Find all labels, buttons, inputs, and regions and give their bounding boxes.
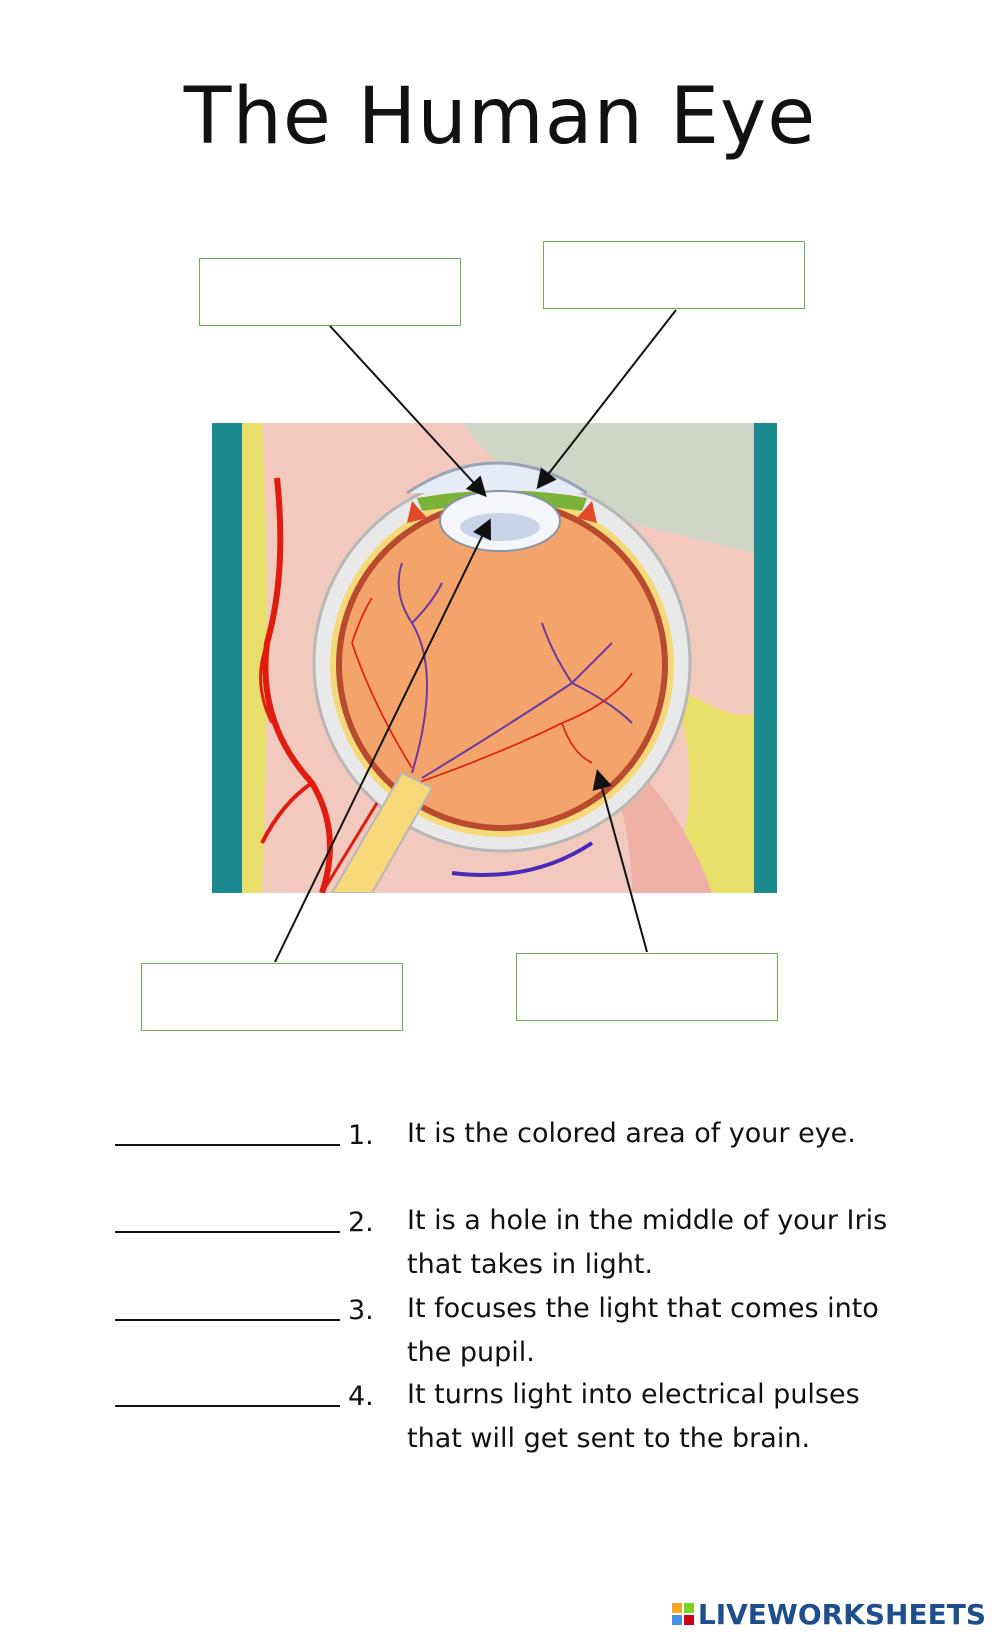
logo-mark-icon xyxy=(671,1603,694,1625)
question-text: It is a hole in the middle of your Iris … xyxy=(407,1205,888,1280)
question-number: 3. xyxy=(348,1295,374,1326)
question-number: 4. xyxy=(348,1381,374,1412)
question-text: It turns light into electrical pulses th… xyxy=(407,1379,860,1454)
answer-box-bottom-right[interactable] xyxy=(516,953,778,1021)
question-number: 2. xyxy=(348,1207,374,1238)
liveworksheets-logo: LIVEWORKSHEETS xyxy=(671,1594,986,1634)
question-text: It focuses the light that comes into the… xyxy=(407,1293,879,1368)
answer-box-top-left[interactable] xyxy=(199,258,461,326)
answer-line-3[interactable] xyxy=(115,1297,340,1321)
answer-box-bottom-left[interactable] xyxy=(141,963,403,1031)
answer-line-1[interactable] xyxy=(115,1122,340,1146)
answer-line-2[interactable] xyxy=(115,1209,340,1233)
answer-line-4[interactable] xyxy=(115,1383,340,1407)
question-text: It is the colored area of your eye. xyxy=(407,1118,856,1149)
question-number: 1. xyxy=(348,1120,374,1151)
answer-box-top-right[interactable] xyxy=(543,241,805,309)
page-title: The Human Eye xyxy=(183,72,817,162)
eye-diagram xyxy=(212,423,777,893)
logo-text: LIVEWORKSHEETS xyxy=(697,1597,986,1631)
